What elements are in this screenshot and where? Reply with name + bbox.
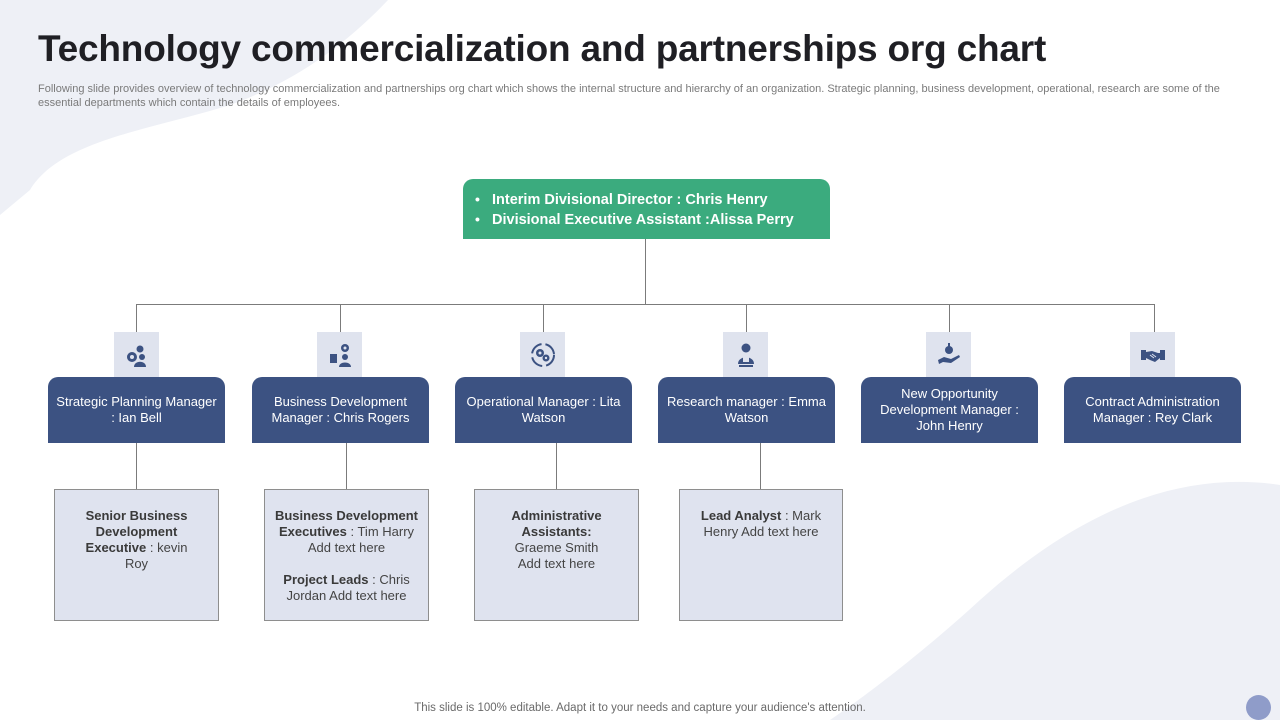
executive-assistant-line: Divisional Executive Assistant :Alissa P… (475, 210, 830, 230)
subordinate-name: Graeme Smith Add text here (514, 540, 599, 571)
connector-line (645, 239, 646, 304)
subordinate-box-strategic: Senior Business Development Executive : … (54, 489, 219, 621)
subordinate-role: Administrative Assistants: (511, 508, 602, 539)
connector-line (136, 304, 137, 332)
connector-line (340, 304, 341, 332)
page-title: Technology commercialization and partner… (38, 28, 1047, 69)
manager-box-operational: Operational Manager : Lita Watson (455, 377, 632, 443)
subordinate-role: Senior Business Development Executive (85, 508, 188, 555)
manager-box-strategic-planning: Strategic Planning Manager : Ian Bell (48, 377, 225, 443)
director-line: Interim Divisional Director : Chris Henr… (475, 190, 830, 210)
subordinate-name: : Mark Henry Add text here (703, 508, 822, 539)
director-box: Interim Divisional Director : Chris Henr… (463, 179, 830, 239)
manager-box-research: Research manager : Emma Watson (658, 377, 835, 443)
gears-person-icon (114, 332, 159, 378)
strategy-person-icon (317, 332, 362, 378)
manager-box-new-opportunity: New Opportunity Development Manager : Jo… (861, 377, 1038, 443)
cycle-gears-icon (520, 332, 565, 378)
footer-note: This slide is 100% editable. Adapt it to… (414, 702, 866, 714)
manager-box-contract-administration: Contract Administration Manager : Rey Cl… (1064, 377, 1241, 443)
subordinate-role: Lead Analyst (700, 508, 782, 523)
handshake-icon (1130, 332, 1175, 378)
connector-line (760, 443, 761, 489)
subordinate-box-research: Lead Analyst : Mark Henry Add text here (679, 489, 843, 621)
connector-line (346, 443, 347, 489)
connector-line (746, 304, 747, 332)
connector-line (136, 443, 137, 489)
subordinate-name: : kevin Roy (124, 540, 188, 571)
manager-box-business-development: Business Development Manager : Chris Rog… (252, 377, 429, 443)
subordinate-role: Business Development Executives (274, 508, 419, 539)
researcher-icon (723, 332, 768, 378)
connector-line (543, 304, 544, 332)
connector-line (1154, 304, 1155, 332)
hand-growth-icon (926, 332, 971, 378)
subordinate-role: Project Leads (283, 572, 369, 587)
subordinate-box-business: Business Development Executives : Tim Ha… (264, 489, 429, 621)
connector-line (949, 304, 950, 332)
page-subtitle: Following slide provides overview of tec… (38, 83, 1220, 109)
subordinate-name: : Chris Jordan Add text here (286, 572, 410, 603)
connector-line (136, 304, 1155, 305)
subordinate-name: : Tim Harry Add text here (307, 524, 415, 555)
subordinate-box-operational: Administrative Assistants: Graeme Smith … (474, 489, 639, 621)
slide-corner-dot (1246, 695, 1271, 720)
connector-line (556, 443, 557, 489)
